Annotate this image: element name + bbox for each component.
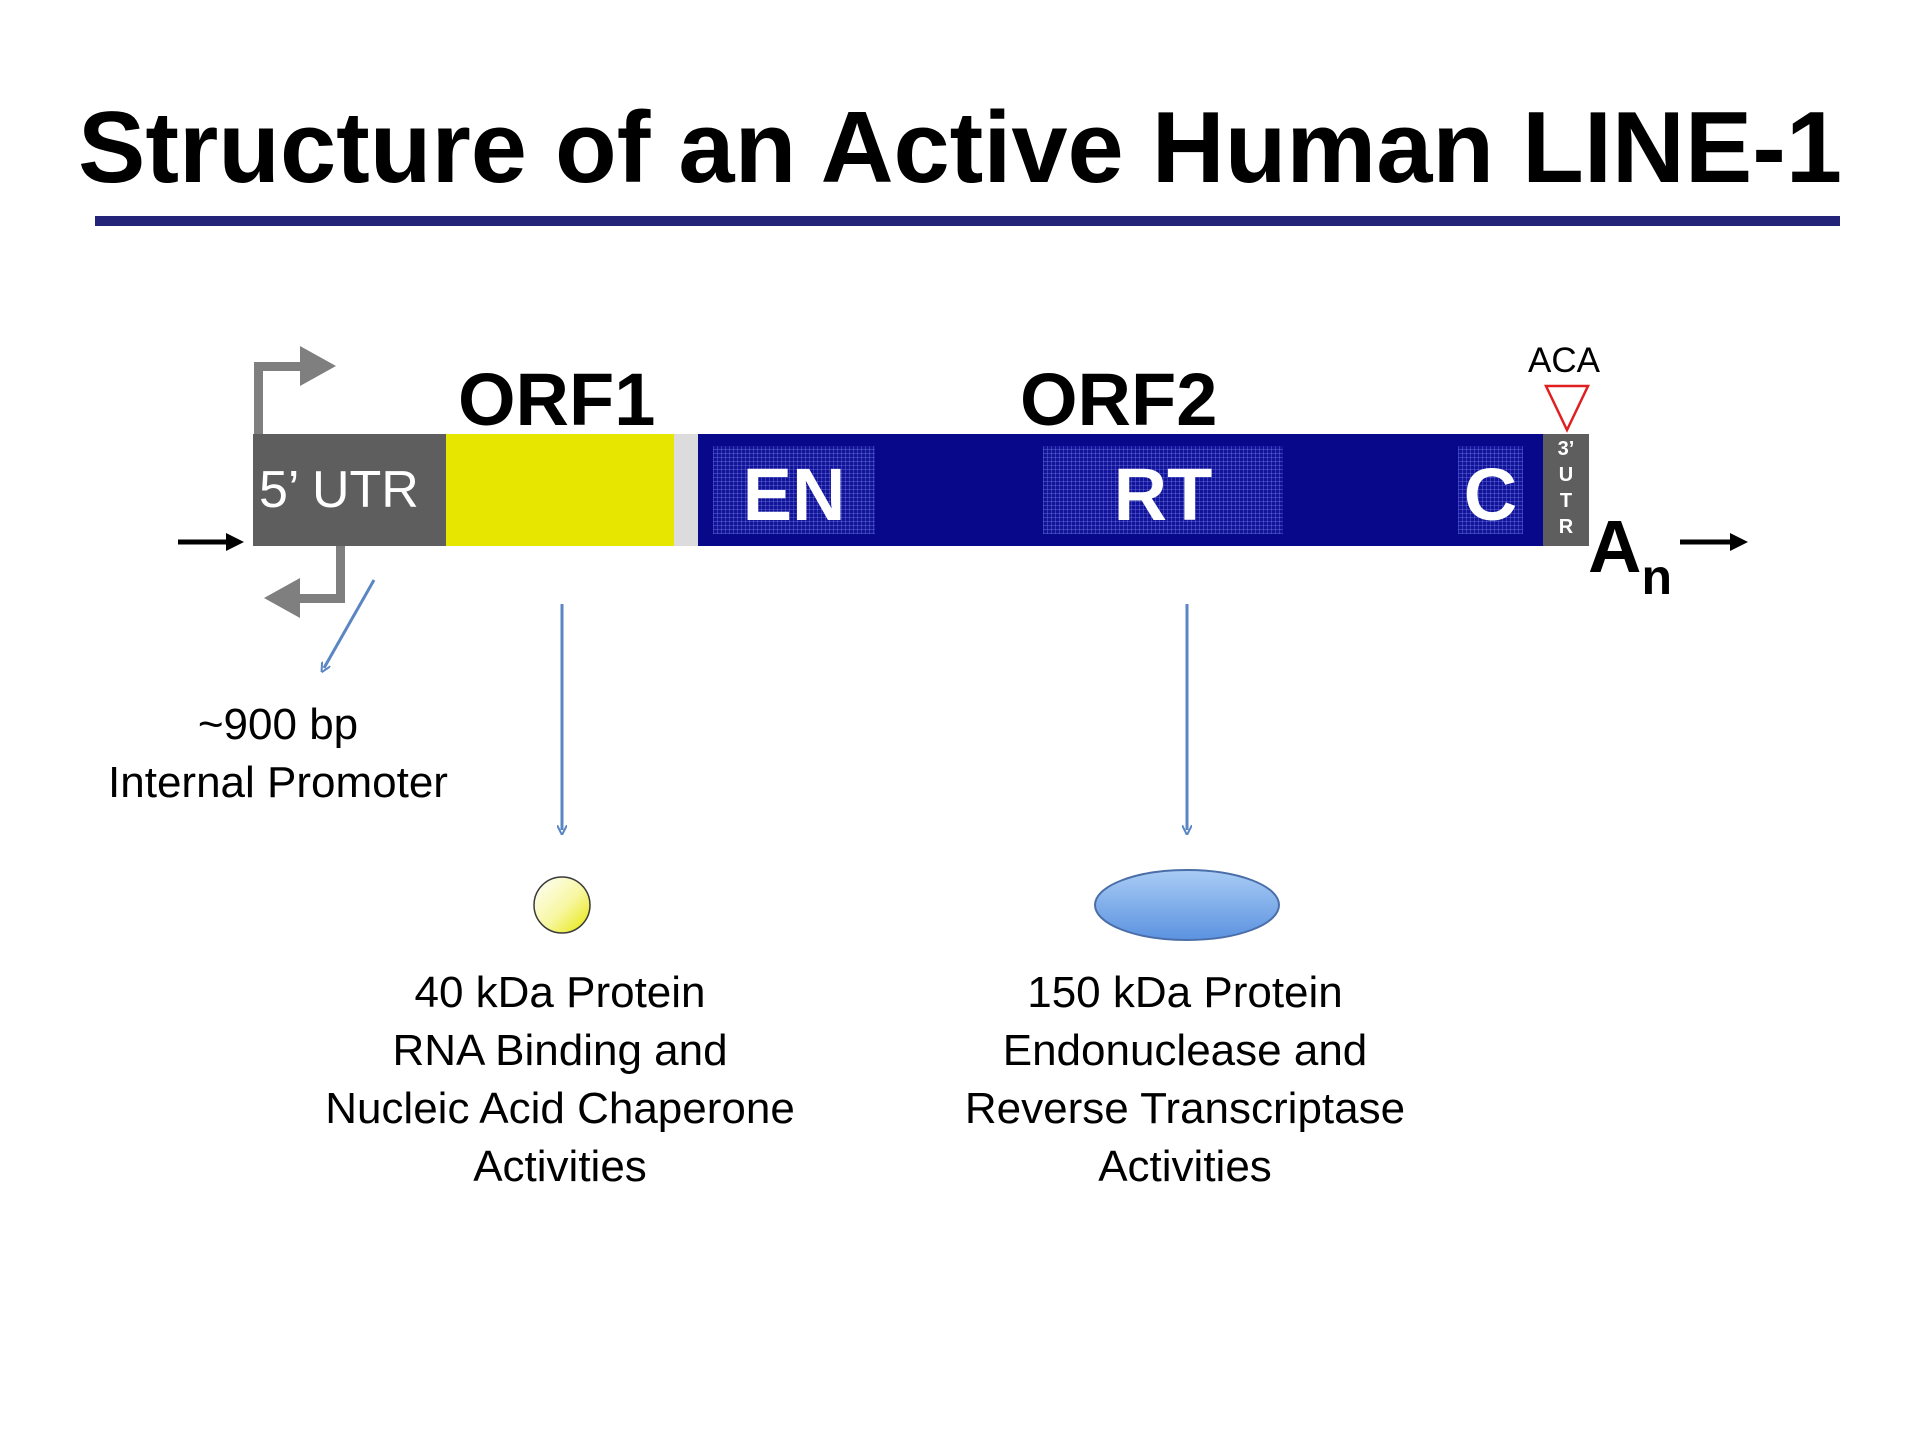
title-divider [95, 216, 1840, 226]
orf1-segment [446, 434, 674, 546]
aca-triangle-icon [1544, 384, 1590, 433]
rt-domain: RT [1043, 446, 1283, 534]
polya-base: A [1588, 505, 1642, 588]
rt-domain-label: RT [1113, 453, 1213, 536]
utr3-letter: R [1558, 516, 1574, 538]
orf1-label: ORF1 [458, 358, 656, 441]
utr3-segment: 3’ U T R [1543, 434, 1589, 546]
c-domain-label: C [1463, 453, 1518, 536]
page-title: Structure of an Active Human LINE-1 [77, 92, 1843, 204]
utr5-segment: 5’ UTR [253, 434, 446, 546]
caption-line: Activities [473, 1142, 647, 1191]
sense-promoter-arrow-icon [254, 346, 336, 434]
caption-line: Nucleic Acid Chaperone [325, 1084, 795, 1133]
aca-label: ACA [1528, 341, 1600, 380]
utr5-label: 5’ UTR [259, 461, 419, 519]
utr3-label: 3’ U T R [1543, 436, 1589, 540]
left-flank-arrow-icon [178, 533, 244, 551]
caption-line: Activities [1098, 1142, 1272, 1191]
orf2-protein-caption: 150 kDa Protein Endonuclease and Reverse… [905, 964, 1465, 1196]
orf2-protein-icon [1094, 869, 1280, 941]
inter-orf-spacer [674, 434, 698, 546]
antisense-promoter-arrow-icon [264, 546, 345, 618]
polya-subscript: n [1641, 549, 1672, 605]
en-domain: EN [713, 446, 875, 534]
utr3-letter: T [1559, 490, 1573, 512]
c-domain: C [1458, 446, 1523, 534]
orf1-protein-caption: 40 kDa Protein RNA Binding and Nucleic A… [280, 964, 840, 1196]
promoter-size: ~900 bp [197, 700, 359, 749]
caption-line: RNA Binding and [392, 1026, 728, 1075]
utr3-letter: 3’ [1557, 438, 1575, 460]
promoter-name: Internal Promoter [108, 758, 448, 807]
en-domain-label: EN [742, 453, 846, 536]
polya-tail-label: An [1588, 510, 1672, 603]
utr3-letter: U [1558, 464, 1574, 486]
orf1-protein-icon [533, 876, 591, 934]
orf2-label: ORF2 [1020, 358, 1218, 441]
caption-line: Reverse Transcriptase [964, 1084, 1406, 1133]
orf2-segment: EN RT C [698, 434, 1543, 546]
right-flank-arrow-icon [1680, 533, 1748, 551]
caption-line: 150 kDa Protein [1027, 968, 1343, 1017]
internal-promoter-caption: ~900 bp Internal Promoter [78, 696, 478, 812]
promoter-pointer-arrow-icon [324, 579, 376, 668]
caption-line: Endonuclease and [1002, 1026, 1368, 1075]
caption-line: 40 kDa Protein [414, 968, 706, 1017]
